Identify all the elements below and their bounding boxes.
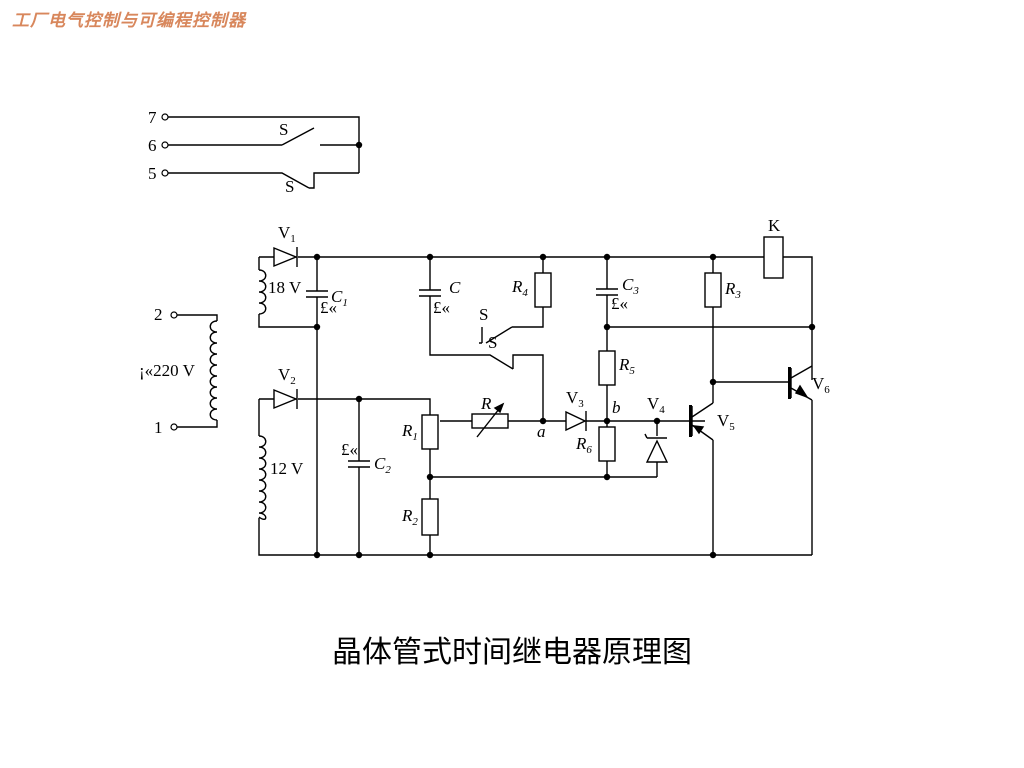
circuit-components [421, 236, 791, 536]
secondary-12v-label: 12 V [270, 459, 304, 478]
secondary-18v-label: 18 V [268, 278, 302, 297]
C1-polarity-mark: £« [320, 298, 337, 317]
R3-label: R3 [724, 279, 741, 301]
diagram-caption: 晶体管式时间继电器原理图 [332, 635, 692, 670]
R-label: R [480, 394, 492, 413]
terminal-6-label: 6 [148, 136, 157, 155]
R4-label: R4 [511, 277, 528, 299]
switch-s-label-c-branch: S [479, 305, 488, 324]
C1-label: C1 [331, 287, 348, 309]
header-title: 工厂电气控制与可编程控制器 [12, 11, 246, 31]
R6-label: R6 [575, 434, 592, 456]
C-label: C [449, 278, 461, 297]
R1-label: R1 [401, 421, 418, 443]
C3-label: C3 [622, 275, 639, 297]
terminal-2-label: 2 [154, 305, 163, 324]
V3-label: V3 [566, 388, 584, 410]
node-b-label: b [612, 398, 621, 417]
V6-label: V6 [812, 374, 830, 396]
C2-polarity-mark: £« [341, 440, 358, 459]
terminal-posts [161, 113, 178, 431]
V2-label: V2 [278, 365, 296, 387]
V4-label: V4 [647, 394, 665, 416]
switch-s-label-c-branch-2: S [488, 333, 497, 352]
switch-s-label-top: S [279, 120, 288, 139]
R5-label: R5 [618, 355, 635, 377]
C2-label: C2 [374, 454, 391, 476]
node-a-label: a [537, 422, 546, 441]
V1-label: V1 [278, 223, 296, 245]
terminal-1-label: 1 [154, 418, 163, 437]
C3-polarity-mark: £« [611, 294, 628, 313]
relay-k-label: K [768, 216, 781, 235]
terminal-5-label: 5 [148, 164, 157, 183]
terminal-7-label: 7 [148, 108, 157, 127]
circuit-semiconductors [273, 246, 809, 463]
R2-label: R2 [401, 506, 418, 528]
C-polarity-mark: £« [433, 298, 450, 317]
supply-voltage-label: ¡«220 V [139, 361, 196, 380]
V5-label: V5 [717, 411, 735, 433]
circuit-junctions [313, 141, 816, 559]
switch-s-label-bottom: S [285, 177, 294, 196]
